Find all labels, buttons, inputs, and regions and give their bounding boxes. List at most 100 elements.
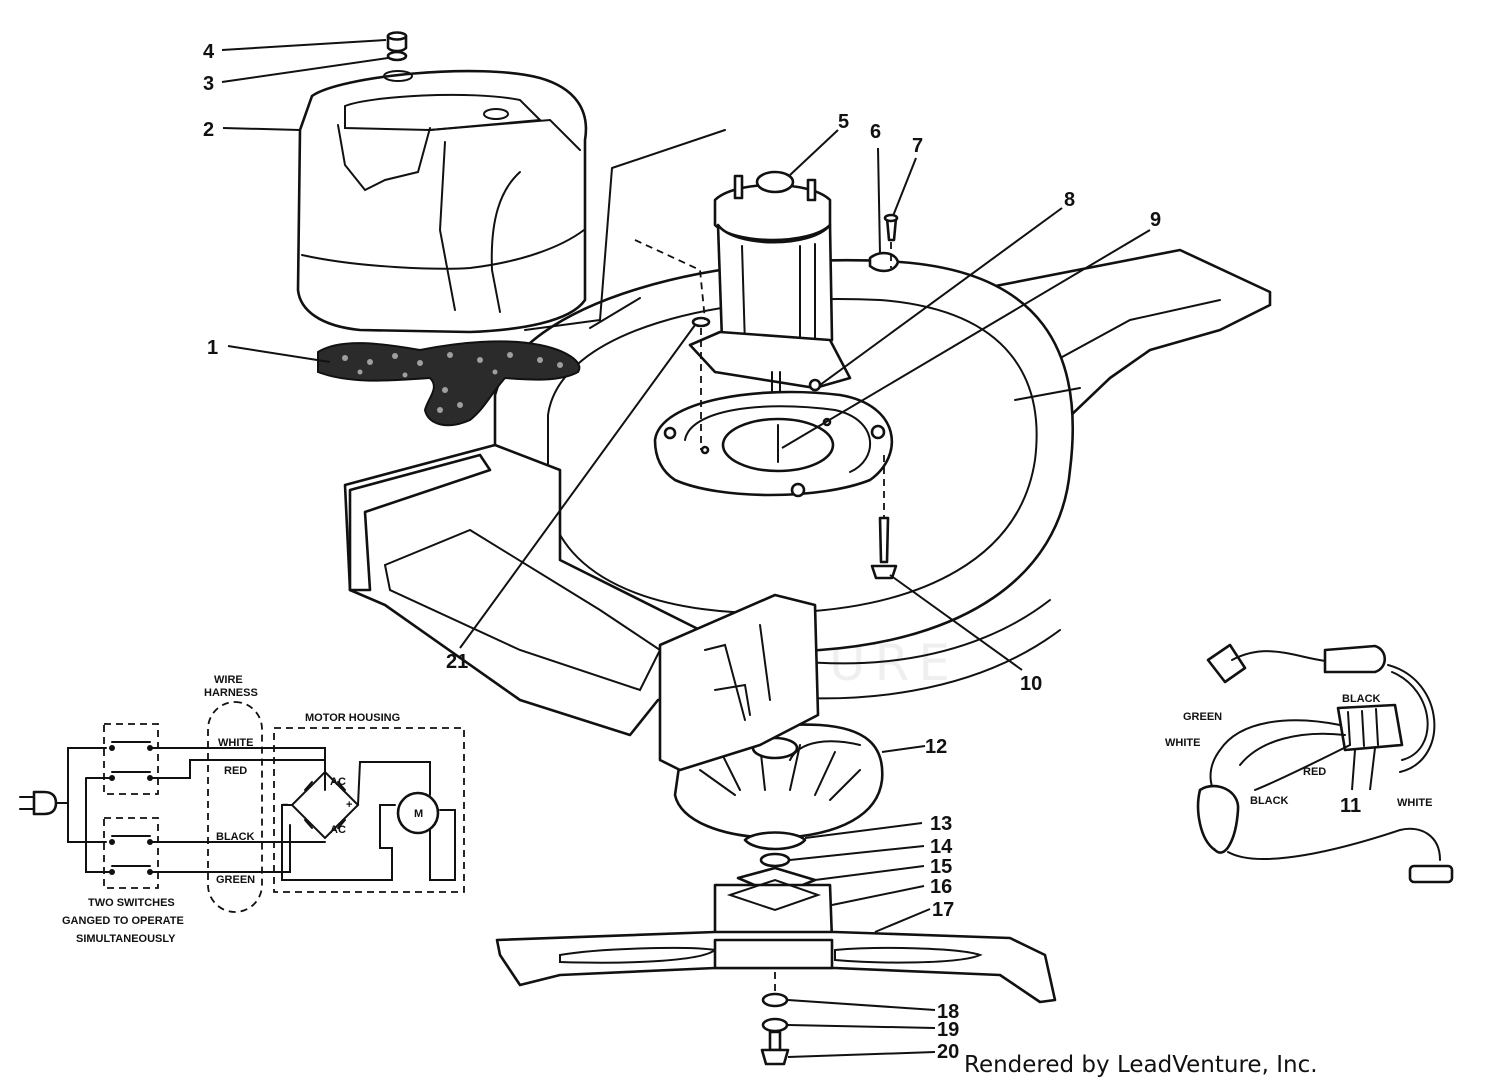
- washer-19: [761, 1017, 789, 1033]
- plus-label: +: [346, 799, 352, 811]
- motor-symbol-label: M: [414, 808, 423, 820]
- deck-dome-inner-rim: [547, 297, 1038, 614]
- motor-mount-plate: [688, 330, 852, 390]
- callout-21: 21: [446, 651, 468, 673]
- detail-black-bottom-label: BLACK: [1250, 795, 1289, 807]
- ring-bolt-4: [700, 445, 710, 455]
- hub-16-top: [726, 878, 822, 912]
- cover-knob-hole: [383, 70, 413, 82]
- lower-connector: [1408, 864, 1454, 884]
- motor-terminal-left: [733, 174, 744, 200]
- credit-text: Rendered by LeadVenture, Inc.: [964, 1052, 1318, 1078]
- bridge-diodes: [304, 781, 346, 829]
- detail-white-bottom-label: WHITE: [1397, 797, 1432, 809]
- foam-filter-texture: [342, 352, 563, 413]
- part-17-blade: [495, 930, 1057, 1004]
- leader-1: [227, 345, 331, 363]
- wh-label-1: WIRE: [214, 674, 243, 686]
- callout-13: 13: [930, 813, 952, 835]
- bridge-rectifier: [290, 770, 360, 840]
- leader-2: [222, 127, 301, 131]
- ring-inner-edge: [684, 405, 872, 473]
- adapter-13: [743, 831, 807, 851]
- part-2-motor-cover: [296, 69, 588, 334]
- bolt-10-shank: [878, 516, 890, 564]
- leader-17: [874, 908, 931, 933]
- cover-front-notch: [337, 124, 431, 192]
- part-7-screw: [883, 213, 899, 242]
- wire-white-label: WHITE: [218, 737, 253, 749]
- wire-green-label: GREEN: [216, 874, 255, 886]
- callout-17: 17: [932, 899, 954, 921]
- detail-green-label: GREEN: [1183, 711, 1222, 723]
- switches-label-3: SIMULTANEOUSLY: [76, 933, 176, 945]
- washer-21: [691, 316, 711, 328]
- lower-cord: [1227, 827, 1441, 861]
- callout-1: 1: [207, 337, 218, 359]
- leader-10: [889, 574, 1023, 671]
- motor-body-lines: [741, 243, 816, 346]
- switch-block-tabs: [1347, 708, 1379, 747]
- callout-4: 4: [203, 41, 215, 63]
- motor-terminal-right: [806, 178, 817, 202]
- wh-label-2: HARNESS: [204, 687, 258, 699]
- foam-filter-shape: [317, 340, 581, 427]
- leader-15: [814, 865, 925, 881]
- leader-8: [819, 207, 1063, 386]
- part-3-washer: [386, 50, 408, 62]
- motor-duct-outline: [524, 129, 726, 331]
- leader-19: [787, 1024, 936, 1029]
- deck-trough-inner: [383, 528, 662, 692]
- callout-16: 16: [930, 876, 952, 898]
- leader-7: [892, 157, 917, 217]
- cover-top-hole: [483, 108, 509, 120]
- motor-symbol-circle: [396, 791, 440, 835]
- harness-wires: [1209, 719, 1351, 801]
- switch-box-top: [103, 723, 159, 795]
- part-12-fan: [658, 593, 884, 840]
- detail-red-label: RED: [1303, 766, 1326, 778]
- switch-contacts: [111, 741, 151, 867]
- motor-cap: [755, 170, 795, 194]
- leader-9: [781, 229, 1151, 449]
- switch-cord-detail: GREEN WHITE BLACK RED BLACK WHITE: [1165, 643, 1454, 884]
- fan-blades: [699, 740, 861, 801]
- part-14-washer: [759, 852, 791, 868]
- switches-label-2: GANGED TO OPERATE: [62, 915, 184, 927]
- blade-center-block: [713, 938, 834, 970]
- callout-2: 2: [203, 119, 214, 141]
- mount-bolt: [808, 378, 822, 392]
- callout-12: 12: [925, 736, 947, 758]
- callout-18: 18: [937, 1001, 959, 1023]
- ring-bolt-2: [870, 424, 886, 440]
- switch-wires: [85, 747, 326, 873]
- leader-5: [789, 129, 839, 176]
- wire-red-label: RED: [224, 765, 247, 777]
- leader-13: [804, 822, 923, 839]
- leader-14: [789, 845, 925, 861]
- motor-housing-outline: [273, 727, 465, 893]
- deck-side-fin: [348, 453, 492, 592]
- clamp-6: [868, 251, 900, 273]
- deck-side-sweep: [1014, 387, 1081, 401]
- fan-bracket: [658, 593, 820, 772]
- mower-deck: [343, 248, 1272, 737]
- detail-black-top-label: BLACK: [1342, 693, 1381, 705]
- bolt-20: [768, 1030, 782, 1052]
- switch-terminals: [109, 745, 153, 875]
- part-21-washer: [691, 316, 711, 328]
- motor-circuit: [281, 761, 456, 881]
- cord-loop-right: [1387, 664, 1436, 773]
- callout-19: 19: [937, 1019, 959, 1041]
- detail-white-label: WHITE: [1165, 737, 1200, 749]
- callout-15: 15: [930, 856, 952, 878]
- fan-bracket-detail: [704, 624, 771, 721]
- washer-14: [759, 852, 791, 868]
- leader-12: [881, 745, 926, 753]
- switch-box-bottom: [103, 817, 159, 889]
- ac-bottom-label: AC: [330, 824, 346, 836]
- callout-20: 20: [937, 1041, 959, 1063]
- ring-bolt-1: [663, 426, 677, 440]
- cover-right-edge: [429, 118, 581, 151]
